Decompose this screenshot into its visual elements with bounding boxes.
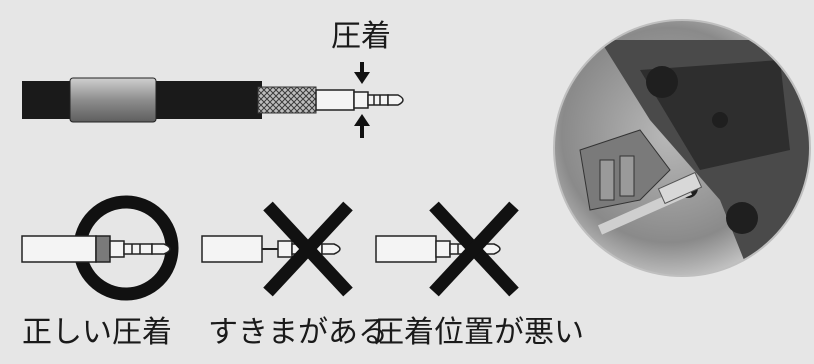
gap-crimp-diagram [201,201,353,297]
plug-top [353,91,404,109]
wrong-position-label: 圧着位置が悪い [374,315,584,350]
wrong-position-diagram [375,201,519,297]
correct-crimp-diagram [21,195,179,301]
crimp-label: 圧着 [331,19,391,54]
correct-crimp-label: 正しい圧着 [22,315,172,350]
cross-icon [429,201,519,297]
crimp-tool-photo [553,19,811,277]
arrow-up-icon [354,114,370,138]
cross-icon [263,201,353,297]
gap-label: すきまがある [208,315,388,350]
cable-braid [257,86,317,114]
crimp-sleeve [69,77,157,123]
arrow-down-icon [354,62,370,84]
cable-dielectric [315,89,355,111]
cable-assembly-top [22,62,404,138]
